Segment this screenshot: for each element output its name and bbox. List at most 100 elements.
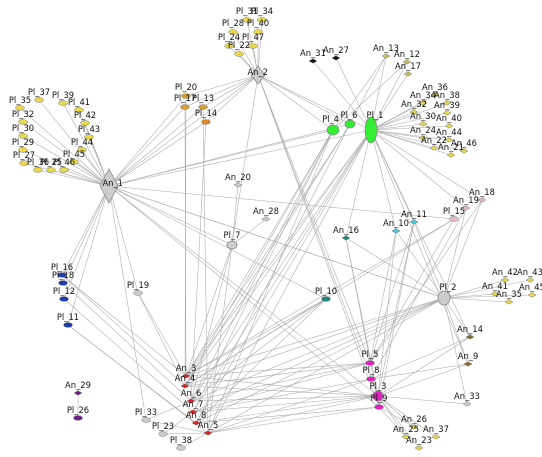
node-an-4[interactable]: [180, 383, 190, 389]
node-an-24[interactable]: [418, 135, 428, 141]
node-pl-45[interactable]: [69, 159, 79, 165]
node-pl-25[interactable]: [46, 167, 56, 173]
node-pl-9[interactable]: [374, 404, 384, 410]
node-pl-44[interactable]: [77, 147, 87, 153]
edge-pl-8-an-9: [370, 363, 469, 380]
edge-pl-1-an-19: [370, 129, 467, 209]
node-pl-22[interactable]: [234, 51, 244, 57]
node-pl-6[interactable]: [344, 119, 356, 129]
node-an-20[interactable]: [233, 182, 243, 188]
node-pl-20[interactable]: [181, 93, 191, 99]
edge-an-2-pl-14: [205, 74, 259, 123]
node-an-45[interactable]: [527, 292, 537, 298]
node-pl-11[interactable]: [63, 322, 73, 328]
node-pl-29[interactable]: [18, 147, 28, 153]
node-an-21[interactable]: [446, 152, 456, 158]
node-an-9[interactable]: [463, 361, 473, 367]
node-pl-43[interactable]: [84, 134, 94, 140]
node-pl-32[interactable]: [18, 119, 28, 125]
node-pl-7[interactable]: [226, 240, 238, 250]
node-an-39[interactable]: [442, 110, 452, 116]
node-an-18[interactable]: [477, 197, 487, 203]
node-pl-3[interactable]: [372, 390, 384, 402]
node-an-14[interactable]: [465, 334, 475, 340]
node-pl-13[interactable]: [198, 104, 208, 110]
node-label-an-31: An_31: [300, 48, 326, 58]
edge-pl-5-an-4: [184, 362, 371, 387]
node-an-46[interactable]: [459, 148, 469, 154]
node-pl-12[interactable]: [59, 296, 69, 302]
node-pl-27[interactable]: [19, 160, 29, 166]
node-an-42[interactable]: [500, 277, 510, 283]
node-an-33[interactable]: [462, 401, 472, 407]
node-an-19[interactable]: [461, 205, 471, 211]
node-pl-10[interactable]: [321, 296, 331, 302]
node-pl-19[interactable]: [133, 290, 143, 296]
node-an-40[interactable]: [444, 123, 454, 129]
node-pl-34[interactable]: [257, 17, 267, 23]
node-an-11[interactable]: [409, 219, 419, 225]
node-an-36[interactable]: [430, 92, 440, 98]
node-pl-31[interactable]: [242, 17, 252, 23]
node-an-35[interactable]: [504, 299, 514, 305]
node-an-7[interactable]: [188, 409, 198, 415]
edge-an-1-pl-25: [50, 169, 110, 187]
node-an-30[interactable]: [418, 121, 428, 127]
node-pl-41[interactable]: [74, 107, 84, 113]
edge-an-1-pl-9: [108, 185, 380, 408]
node-an-28[interactable]: [261, 216, 271, 222]
node-pl-28[interactable]: [228, 29, 238, 35]
node-pl-16[interactable]: [57, 272, 67, 278]
node-an-34[interactable]: [418, 100, 428, 106]
node-an-43[interactable]: [525, 277, 535, 283]
node-pl-23[interactable]: [158, 431, 168, 437]
node-pl-36[interactable]: [33, 167, 43, 173]
node-pl-35[interactable]: [15, 105, 25, 111]
node-pl-24[interactable]: [224, 43, 234, 49]
node-pl-38[interactable]: [176, 445, 186, 451]
node-an-37[interactable]: [431, 434, 441, 440]
node-an-44[interactable]: [444, 137, 454, 143]
node-pl-15[interactable]: [449, 216, 459, 222]
node-an-16[interactable]: [341, 235, 351, 241]
node-an-8[interactable]: [191, 420, 201, 426]
node-pl-40[interactable]: [253, 29, 263, 35]
node-pl-30[interactable]: [18, 133, 28, 139]
node-an-41[interactable]: [490, 291, 500, 297]
node-an-12[interactable]: [402, 59, 412, 65]
node-pl-2[interactable]: [437, 290, 451, 306]
node-an-27[interactable]: [331, 55, 341, 61]
node-pl-39[interactable]: [58, 100, 68, 106]
node-an-6[interactable]: [186, 398, 196, 404]
node-pl-5[interactable]: [365, 360, 375, 366]
node-an-26[interactable]: [409, 424, 419, 430]
edge-an-19-pl-8: [370, 207, 467, 380]
node-pl-8[interactable]: [366, 376, 376, 382]
node-pl-47[interactable]: [248, 43, 258, 49]
node-an-13[interactable]: [381, 53, 391, 59]
node-an-10[interactable]: [391, 228, 401, 234]
node-pl-14[interactable]: [201, 119, 211, 125]
node-an-2[interactable]: [250, 65, 266, 85]
node-an-5[interactable]: [203, 430, 213, 436]
node-an-32[interactable]: [409, 109, 419, 115]
node-pl-33[interactable]: [141, 417, 151, 423]
node-an-29[interactable]: [73, 390, 83, 396]
node-label-an-16: An_16: [333, 225, 359, 235]
node-pl-37[interactable]: [34, 97, 44, 103]
node-an-1[interactable]: [99, 168, 119, 204]
node-pl-1[interactable]: [364, 116, 378, 144]
node-an-23[interactable]: [414, 445, 424, 451]
node-an-22[interactable]: [429, 145, 439, 151]
node-an-17[interactable]: [403, 71, 413, 77]
node-an-3[interactable]: [181, 373, 191, 379]
node-an-31[interactable]: [308, 58, 318, 64]
node-an-25[interactable]: [401, 434, 411, 440]
node-pl-18[interactable]: [58, 280, 68, 286]
node-pl-42[interactable]: [80, 120, 90, 126]
node-pl-17[interactable]: [180, 104, 190, 110]
node-pl-26[interactable]: [73, 415, 83, 421]
node-pl-4[interactable]: [326, 124, 340, 136]
node-pl-46[interactable]: [59, 167, 69, 173]
node-an-38[interactable]: [442, 100, 452, 106]
